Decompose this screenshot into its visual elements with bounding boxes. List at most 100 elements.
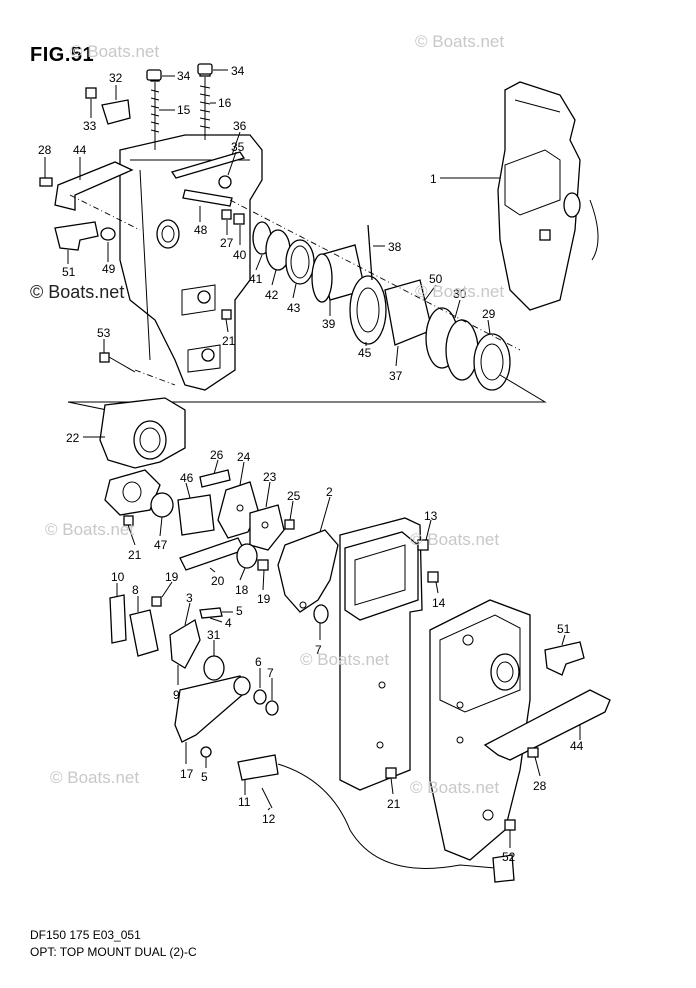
callout-34a: 34 xyxy=(162,69,191,83)
callout-37: 37 xyxy=(389,345,403,383)
callout-21c: 21 xyxy=(387,777,401,811)
svg-text:46: 46 xyxy=(180,471,194,485)
callout-50: 50 xyxy=(424,272,443,301)
screw-28-upper xyxy=(39,177,53,187)
svg-text:42: 42 xyxy=(265,288,279,302)
callout-5b: 5 xyxy=(201,757,208,784)
collar-49 xyxy=(100,227,116,241)
svg-text:7: 7 xyxy=(315,643,322,657)
svg-text:37: 37 xyxy=(389,369,403,383)
svg-text:35: 35 xyxy=(231,140,245,154)
svg-text:3: 3 xyxy=(186,591,193,605)
bolt-15 xyxy=(150,71,160,150)
callout-labels: 32 34 34 33 15 16 36 28 44 35 1 48 27 40… xyxy=(38,64,584,864)
svg-text:51: 51 xyxy=(62,265,76,279)
callout-10: 10 xyxy=(111,570,125,596)
svg-text:30: 30 xyxy=(453,287,467,301)
svg-text:40: 40 xyxy=(233,248,247,262)
plate-44-upper xyxy=(54,161,134,211)
svg-text:21: 21 xyxy=(222,334,236,348)
callout-52: 52 xyxy=(502,830,516,864)
svg-text:12: 12 xyxy=(262,812,276,826)
svg-text:15: 15 xyxy=(177,103,191,117)
callout-40: 40 xyxy=(233,225,247,262)
callout-38: 38 xyxy=(373,240,402,254)
svg-text:6: 6 xyxy=(255,655,262,669)
svg-text:21: 21 xyxy=(387,797,401,811)
callout-51a: 51 xyxy=(62,250,76,279)
callout-3: 3 xyxy=(184,591,193,626)
callout-9: 9 xyxy=(173,665,180,702)
shaft-ring-set xyxy=(252,221,511,391)
bolt-53 xyxy=(99,352,136,373)
svg-text:4: 4 xyxy=(225,616,232,630)
svg-text:26: 26 xyxy=(210,448,224,462)
callout-2: 2 xyxy=(319,485,333,533)
svg-text:48: 48 xyxy=(194,223,208,237)
callout-8: 8 xyxy=(132,583,139,612)
svg-text:31: 31 xyxy=(207,628,221,642)
callout-32: 32 xyxy=(109,71,123,100)
svg-text:24: 24 xyxy=(237,450,251,464)
pin-48 xyxy=(182,189,233,207)
lever-2 xyxy=(277,529,339,624)
callout-43: 43 xyxy=(287,283,301,315)
callout-46: 46 xyxy=(180,471,194,499)
svg-text:25: 25 xyxy=(287,489,301,503)
callout-14: 14 xyxy=(432,581,446,610)
callout-42: 42 xyxy=(265,269,279,302)
callout-33: 33 xyxy=(83,99,97,133)
callout-13: 13 xyxy=(424,509,438,541)
svg-text:49: 49 xyxy=(102,262,116,276)
callout-49: 49 xyxy=(102,242,116,276)
svg-text:17: 17 xyxy=(180,767,194,781)
housing-21-47 xyxy=(104,469,174,526)
footer-model-code: DF150 175 E03_051 xyxy=(30,928,141,942)
watermark: © Boats.net xyxy=(415,32,505,51)
callout-12: 12 xyxy=(262,807,276,826)
watermark: © Boats.net xyxy=(30,282,125,302)
watermark: © Boats.net xyxy=(70,42,160,61)
callout-35: 35 xyxy=(227,140,245,176)
callout-27: 27 xyxy=(220,220,234,250)
lower-left-parts xyxy=(109,594,279,758)
callout-47: 47 xyxy=(154,516,168,552)
svg-text:32: 32 xyxy=(109,71,123,85)
svg-text:23: 23 xyxy=(263,470,277,484)
cam-parts-46-24-23 xyxy=(177,469,295,571)
svg-text:7: 7 xyxy=(267,666,274,680)
svg-text:39: 39 xyxy=(322,317,336,331)
watermark: © Boats.net xyxy=(410,530,500,549)
gasket-plate xyxy=(339,517,439,791)
svg-text:22: 22 xyxy=(66,431,80,445)
svg-text:47: 47 xyxy=(154,538,168,552)
cable-11 xyxy=(237,754,515,883)
svg-text:16: 16 xyxy=(218,96,232,110)
callout-28b: 28 xyxy=(533,756,547,793)
callout-44a: 44 xyxy=(73,143,87,180)
footer-description: OPT: TOP MOUNT DUAL (2)-C xyxy=(30,945,197,959)
screw-27 xyxy=(221,209,232,220)
screw-21-upper xyxy=(221,309,232,320)
svg-text:45: 45 xyxy=(358,346,372,360)
svg-text:36: 36 xyxy=(233,119,247,133)
svg-text:8: 8 xyxy=(132,583,139,597)
svg-text:34: 34 xyxy=(177,69,191,83)
callout-17: 17 xyxy=(180,742,194,781)
svg-text:27: 27 xyxy=(220,236,234,250)
svg-text:5: 5 xyxy=(201,770,208,784)
callout-1: 1 xyxy=(430,172,500,186)
callout-11: 11 xyxy=(238,780,251,809)
svg-text:29: 29 xyxy=(482,307,496,321)
svg-text:28: 28 xyxy=(533,779,547,793)
svg-text:44: 44 xyxy=(73,143,87,157)
callout-41: 41 xyxy=(249,254,263,286)
svg-text:50: 50 xyxy=(429,272,443,286)
svg-text:11: 11 xyxy=(238,795,251,809)
callout-45: 45 xyxy=(358,342,372,360)
svg-text:10: 10 xyxy=(111,570,125,584)
svg-text:53: 53 xyxy=(97,326,111,340)
spacer-51-upper xyxy=(54,221,99,251)
callout-15: 15 xyxy=(159,103,191,117)
control-box-lower xyxy=(429,599,611,861)
